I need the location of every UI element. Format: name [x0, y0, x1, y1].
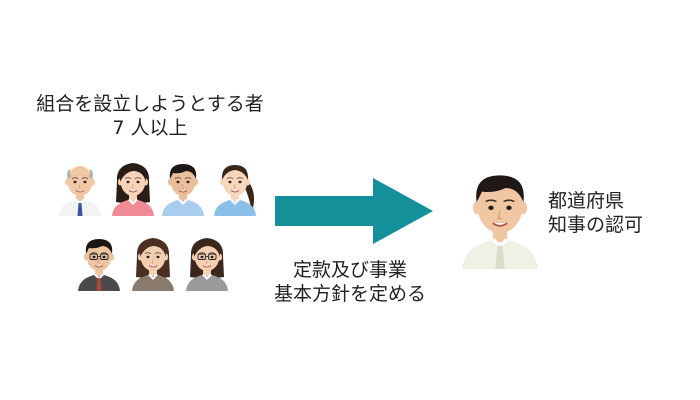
founder-person	[182, 230, 232, 292]
approval-label-line1: 都道府県	[548, 190, 625, 212]
articles-label-line2: 基本方針を定める	[273, 283, 426, 305]
founder-person	[128, 230, 178, 292]
person-icon	[214, 165, 256, 216]
right-arrow-icon	[275, 178, 433, 244]
founders-label: 組合を設立しようとする者 7 人以上	[20, 92, 280, 140]
founder-person	[210, 155, 260, 217]
founder-person	[108, 155, 158, 217]
person-icon	[162, 164, 204, 216]
founders-label-line1: 組合を設立しようとする者	[36, 93, 264, 115]
articles-label: 定款及び事業 基本方針を定める	[240, 258, 460, 306]
founder-person	[55, 155, 105, 217]
person-icon	[112, 163, 154, 216]
founder-person	[74, 230, 124, 292]
person-icon	[59, 166, 101, 216]
approval-label-line2: 知事の認可	[548, 214, 644, 236]
approval-label: 都道府県 知事の認可	[548, 189, 688, 237]
person-icon	[132, 238, 174, 291]
person-icon	[78, 239, 120, 291]
founders-label-line2: 7 人以上	[112, 117, 188, 139]
founder-person	[158, 155, 208, 217]
official-person-icon	[462, 175, 538, 269]
articles-label-line1: 定款及び事業	[292, 259, 407, 281]
person-icon	[186, 238, 228, 291]
official-person	[455, 150, 545, 280]
